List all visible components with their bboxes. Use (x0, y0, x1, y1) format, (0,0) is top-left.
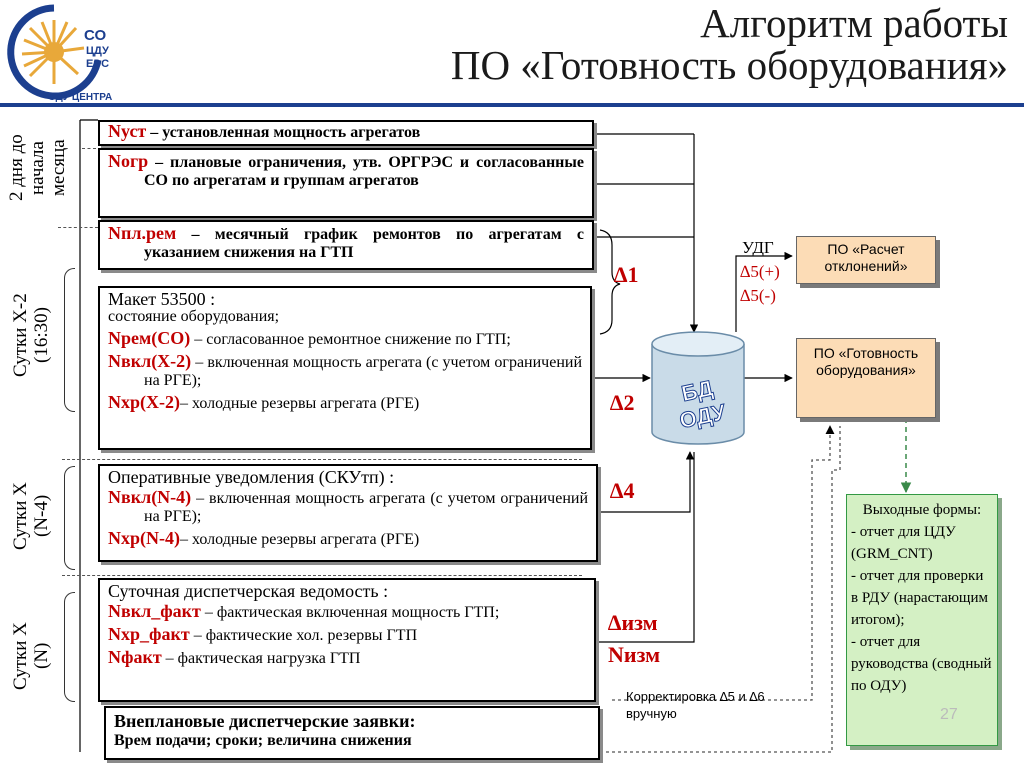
item-code: Nпл.рем (108, 223, 177, 243)
delta-5-minus-label: ∆5(-) (740, 286, 776, 305)
sun-emblem-icon (7, 4, 102, 100)
item-text: – включенная мощность агрегата (с учетом… (144, 354, 582, 389)
period-separator (82, 148, 96, 149)
input-box-nogr: Nогр – плановые ограничения, утв. ОРГРЭС… (98, 148, 594, 218)
item-code: Nрем(СО) (108, 328, 191, 348)
period-brace (64, 592, 75, 702)
po-deviation-calc-box: ПО «Расчет отклонений» (796, 236, 936, 284)
logo-text-3: ЕЭС (86, 58, 110, 70)
delta-5-plus-label: ∆5(+) (740, 262, 780, 281)
item-text: – холодные резервы агрегата (РГЕ) (180, 395, 420, 412)
item-text: – согласованное ремонтное снижение по ГТ… (190, 331, 511, 348)
udg-label: УДГ (742, 238, 774, 257)
output-forms-box: Выходные формы: - отчет для ЦДУ (GRM_CNT… (846, 494, 998, 746)
box-header: Макет 53500 : (108, 289, 216, 309)
output-forms-title: Выходные формы: (862, 502, 982, 518)
company-logo: СО ЦДУ ЕЭС ОДУ ЦЕНТРА (4, 2, 122, 103)
box-text: Врем подачи; сроки; величина снижения (114, 732, 412, 749)
logo-text-2: ЦДУ (86, 45, 109, 57)
item-code: Nуст (108, 121, 147, 141)
box-header: Оперативные уведомления (СКУтп) : (108, 467, 395, 487)
title-line-1: Алгоритм работы (700, 0, 1008, 46)
logo-text-1: СО (84, 27, 107, 44)
period-separator (62, 459, 582, 460)
period-brace (64, 268, 75, 412)
delta-izm-label: ∆изм (608, 610, 658, 635)
title-divider (0, 103, 1024, 107)
box-header: Внеплановые диспетчерские заявки: (114, 711, 416, 731)
delta-1-label: ∆1 (614, 262, 639, 287)
period-separator (62, 575, 582, 576)
input-box-maket: Макет 53500 : состояние оборудования; Nр… (98, 286, 592, 450)
item-code: Nогр (108, 151, 149, 171)
po-equipment-readiness-box: ПО «Готовность оборудования» (796, 338, 936, 418)
item-code: Nвкл_факт (108, 601, 201, 621)
item-code: Nхр(N-4) (108, 528, 180, 548)
period-label-month: 2 дня до начала месяца (6, 134, 69, 202)
item-text: – включенная мощность агрегата (с учетом… (144, 490, 588, 525)
period-brace (64, 466, 75, 570)
item-text: – установленная мощность агрегатов (146, 124, 421, 141)
item-text: – фактическая включенная мощность ГТП; (200, 604, 500, 621)
delta-2-label: ∆2 (610, 390, 635, 415)
item-text: – месячный график ремонтов по агрегатам … (144, 226, 584, 261)
item-text: – фактическая нагрузка ГТП (161, 650, 361, 667)
box-subheader: состояние оборудования; (108, 308, 280, 325)
period-label-n: Сутки Х (N) (10, 622, 52, 690)
output-item: - отчет для проверки в РДУ (нарастающим … (851, 568, 988, 628)
item-text: – фактические хол. резервы ГТП (189, 627, 418, 644)
box-header: Суточная диспетчерская ведомость : (108, 581, 389, 601)
database-icon (651, 331, 745, 445)
item-text: – холодные резервы агрегата (РГЕ) (180, 531, 420, 548)
logo-caption: ОДУ ЦЕНТРА (48, 92, 113, 103)
input-box-oper: Оперативные уведомления (СКУтп) : Nвкл(N… (98, 464, 598, 562)
input-box-npl: Nпл.рем – месячный график ремонтов по аг… (98, 220, 594, 270)
item-code: Nвкл(N-4) (108, 487, 192, 507)
item-code: Nфакт (108, 647, 162, 667)
input-box-sut: Суточная диспетчерская ведомость : Nвкл_… (98, 578, 596, 702)
page-number: 27 (940, 706, 958, 723)
manual-correction-note: Корректировка ∆5 и ∆6 вручную (626, 689, 765, 721)
period-label-n4: Сутки Х (N-4) (10, 482, 52, 550)
item-code: Nвкл(Х-2) (108, 351, 192, 371)
slide-title: Алгоритм работы ПО «Готовность оборудова… (288, 2, 1008, 86)
n-izm-label: Nизм (608, 642, 661, 667)
input-box-nust: Nуст – установленная мощность агрегатов (98, 120, 594, 146)
output-item: - отчет для ЦДУ (GRM_CNT) (851, 524, 956, 562)
item-code: Nхр_факт (108, 624, 190, 644)
input-box-vnepl: Внеплановые диспетчерские заявки: Врем п… (104, 706, 600, 760)
output-item: - отчет для руководства (сводный по ОДУ) (851, 634, 992, 694)
period-label-x2: Сутки Х-2 (16:30) (10, 293, 52, 377)
item-code: Nхр(Х-2) (108, 392, 180, 412)
delta-4-label: ∆4 (610, 478, 635, 503)
item-text: – плановые ограничения, утв. ОРГРЭС и со… (144, 154, 584, 189)
title-line-2: ПО «Готовность оборудования» (450, 42, 1008, 88)
period-separator (58, 227, 98, 228)
